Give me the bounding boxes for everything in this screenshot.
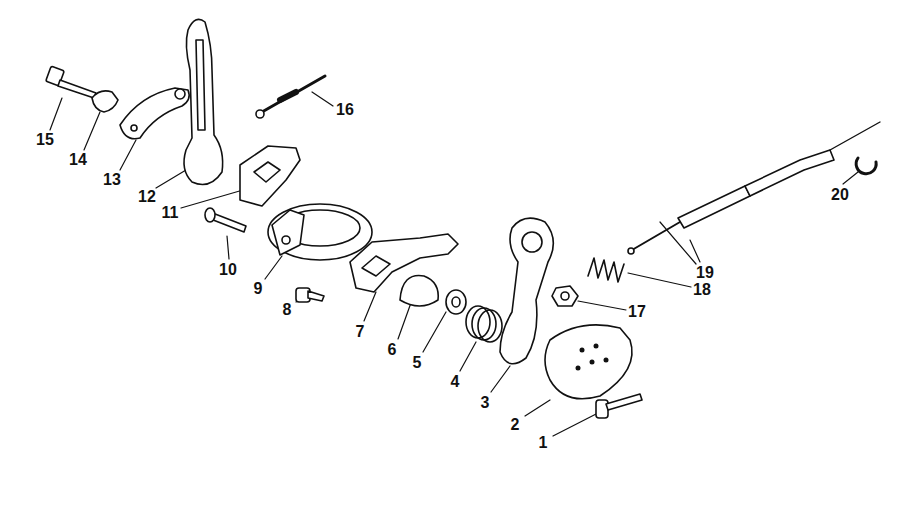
callout-number: 14 [69, 152, 87, 168]
callout-number: 16 [336, 102, 354, 118]
callout-number: 17 [628, 304, 646, 320]
callout-number: 15 [36, 132, 54, 148]
callout-number: 1 [539, 435, 548, 451]
callout-number: 7 [356, 324, 365, 340]
callout-number: 4 [451, 374, 460, 390]
callout-number: 5 [413, 355, 422, 371]
callout-number: 12 [138, 189, 156, 205]
callout-number: 6 [388, 342, 397, 358]
callout-number: 3 [481, 395, 490, 411]
callout-number: 2 [511, 417, 520, 433]
callout-number: 19 [696, 265, 714, 281]
callout-number: 11 [162, 205, 179, 221]
callout-number: 10 [219, 262, 237, 278]
callout-number: 8 [283, 302, 292, 318]
callout-number: 13 [103, 172, 121, 188]
callout-number: 20 [831, 187, 849, 203]
callout-number: 18 [693, 282, 711, 298]
callout-number: 9 [254, 281, 263, 297]
